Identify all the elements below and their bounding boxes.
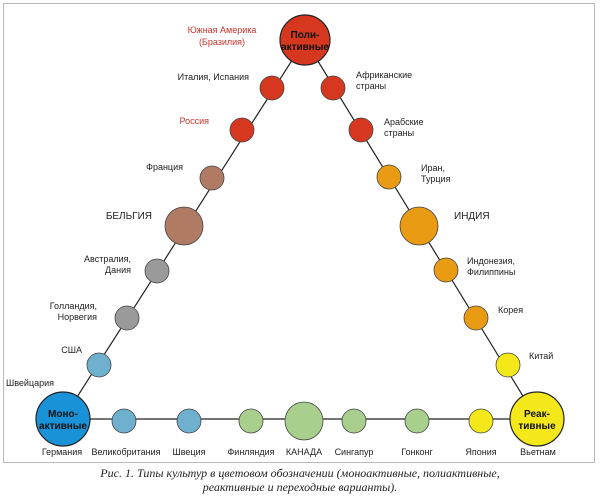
node-russia: [229, 117, 255, 143]
hub-reactive-label-2: тивные: [518, 421, 556, 432]
hub-reactive: [509, 391, 565, 447]
figure-frame: [3, 3, 595, 463]
label-south-america-1: Южная Америка: [188, 25, 257, 35]
node-canada: [284, 401, 324, 441]
triangle-edges: [62, 39, 538, 420]
label-iran-2: Турция: [421, 174, 451, 184]
label-finland: Финляндия: [227, 447, 274, 457]
label-korea: Корея: [498, 305, 523, 315]
label-arab-2: страны: [384, 128, 414, 138]
node-china: [495, 352, 521, 378]
node-sweden: [176, 408, 202, 434]
label-usa: США: [61, 345, 82, 355]
node-usa: [86, 352, 112, 378]
label-singapore: Сингапур: [335, 447, 374, 457]
node-holland: [114, 305, 140, 331]
label-india: ИНДИЯ: [454, 211, 490, 222]
node-iran: [376, 164, 402, 190]
caption-line-2: реактивные и переходные варианты).: [202, 480, 398, 494]
label-belgium: БЕЛЬГИЯ: [106, 211, 152, 222]
node-belgium: [164, 206, 204, 246]
node-arab: [348, 117, 374, 143]
node-uk: [111, 408, 137, 434]
label-iran-1: Иран,: [421, 163, 445, 173]
label-arab-1: Арабские: [384, 117, 424, 127]
node-japan: [468, 408, 494, 434]
label-africa-1: Африканские: [356, 70, 412, 80]
label-australia-1: Австралия,: [84, 254, 131, 264]
label-australia-2: Дания: [105, 265, 131, 275]
label-indonesia-2: Филиппины: [467, 267, 515, 277]
label-canada: КАНАДА: [286, 447, 322, 457]
hub-reactive-label-1: Реак-: [524, 409, 550, 420]
label-vietnam: Вьетнам: [520, 447, 556, 457]
culture-types-triangle: Поли- активные Моно- активные Реак- тивн…: [6, 14, 565, 457]
node-italy-spain: [259, 75, 285, 101]
label-indonesia-1: Индонезия,: [467, 256, 515, 266]
label-south-america-2: (Бразилия): [199, 37, 245, 47]
node-indonesia: [433, 257, 459, 283]
label-sweden: Швеция: [173, 447, 206, 457]
node-africa: [320, 75, 346, 101]
hub-mono-label-2: активные: [39, 421, 87, 432]
hub-mono-active: [35, 391, 91, 447]
node-france: [199, 165, 225, 191]
label-hongkong: Гонконг: [401, 447, 433, 457]
hub-poly-label-2: активные: [281, 42, 329, 53]
node-australia: [144, 258, 170, 284]
label-japan: Япония: [465, 447, 496, 457]
label-switzerland: Швейцария: [6, 378, 54, 388]
label-russia: Россия: [179, 116, 209, 126]
label-uk: Великобритания: [91, 447, 160, 457]
node-hongkong: [404, 408, 430, 434]
label-france: Франция: [146, 162, 183, 172]
node-india: [399, 206, 439, 246]
label-china: Китай: [529, 351, 553, 361]
hub-poly-label-1: Поли-: [291, 30, 320, 41]
figure-caption: Рис. 1. Типы культур в цветовом обозначе…: [0, 466, 600, 494]
caption-line-1: Рис. 1. Типы культур в цветовом обозначе…: [100, 466, 500, 480]
label-africa-2: страны: [356, 81, 386, 91]
label-germany: Германия: [42, 447, 82, 457]
node-korea: [463, 305, 489, 331]
label-holland-1: Голландия,: [50, 301, 97, 311]
node-finland: [238, 408, 264, 434]
label-holland-2: Норвегия: [58, 312, 98, 322]
hub-poly-active: [279, 14, 331, 66]
label-italy-spain: Италия, Испания: [178, 72, 249, 82]
node-singapore: [341, 408, 367, 434]
hub-mono-label-1: Моно-: [48, 409, 78, 420]
